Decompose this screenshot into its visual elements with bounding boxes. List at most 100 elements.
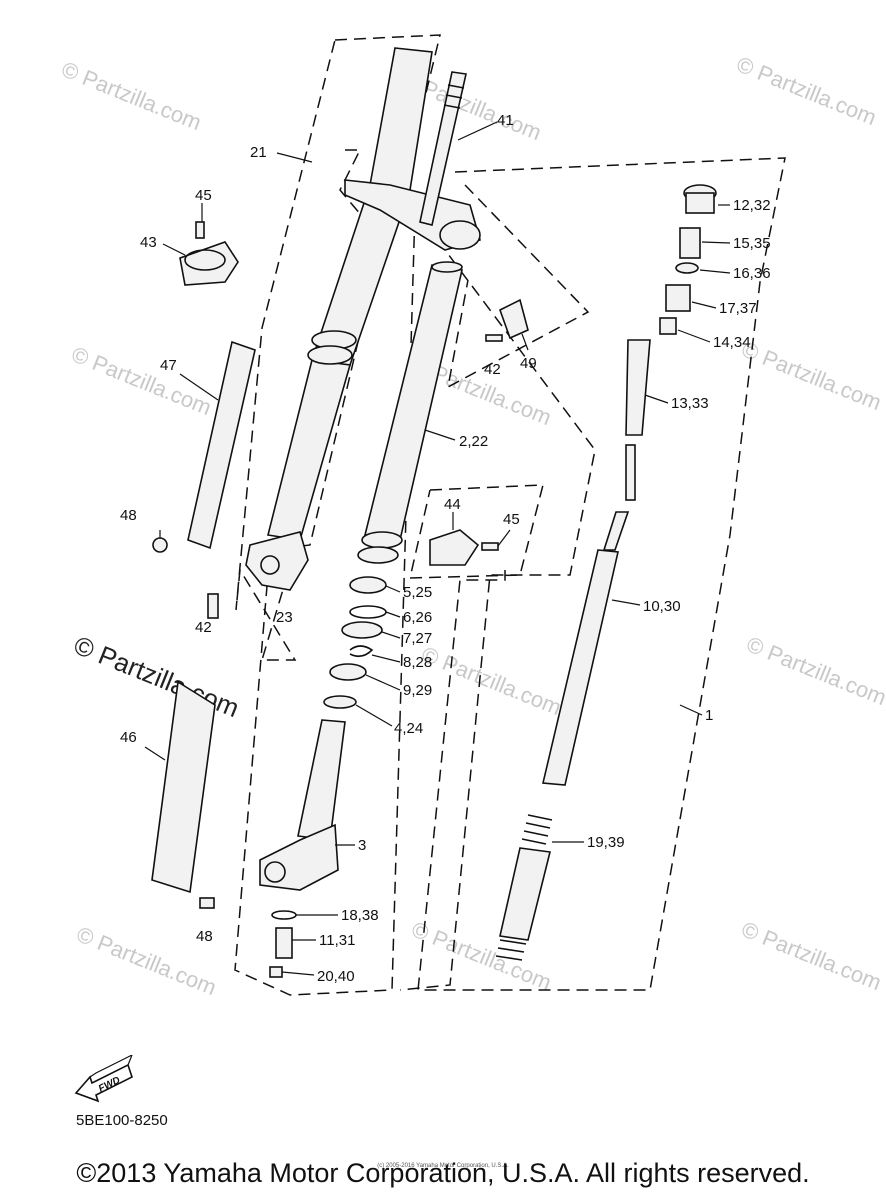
callout-11-31: 11,31: [319, 932, 355, 949]
callout-15-35: 15,35: [733, 235, 771, 252]
spring-15: [679, 227, 701, 259]
bolt-45: [195, 221, 205, 239]
dust-seal-9: [329, 663, 367, 681]
fwd-arrow-icon: FWD: [74, 1055, 133, 1103]
clamp-43: [179, 241, 239, 286]
spacer-17: [665, 284, 691, 312]
part-3-inner-tube: [259, 719, 346, 891]
outline-main-fork: [417, 157, 786, 991]
guide-bush-5: [349, 576, 387, 594]
bolt-20: [269, 966, 283, 978]
cap-bolt-12-body: [685, 192, 715, 214]
tube-13: [625, 339, 651, 436]
outline-clamp-44: [409, 484, 544, 579]
callout-14-34: 14,34: [713, 334, 751, 351]
leader-17: [691, 301, 717, 309]
spring-19-lower: [495, 939, 527, 961]
leader-15: [701, 241, 731, 244]
outline-axle-bracket: [446, 184, 590, 389]
callout-10-30: 10,30: [643, 598, 681, 615]
leader-10: [611, 599, 641, 606]
clamps-guards: [151, 221, 529, 909]
damper-parts: [495, 184, 717, 961]
callout-4-24: 4,24: [394, 720, 423, 737]
part-41-steering-stem: [419, 71, 467, 226]
callout-46: 46: [120, 729, 137, 746]
leader-7: [381, 631, 401, 639]
bolt-42b: [485, 334, 503, 342]
watermark: © Partzilla.com: [738, 336, 885, 415]
steering-stem: [419, 71, 467, 226]
outer-tube-ring: [357, 546, 399, 564]
watermark: © Partzilla.com: [733, 51, 880, 130]
bolt-45b: [481, 542, 499, 551]
washer-6: [349, 605, 387, 619]
leader-lines: [144, 121, 731, 976]
watermark: © Partzilla.com: [418, 641, 565, 720]
damper-rod-10: [542, 549, 619, 786]
watermark: © Partzilla.com: [58, 56, 205, 135]
watermark: © Partzilla.com: [68, 341, 215, 420]
part-2-outer-tube: [357, 261, 463, 564]
callout-42: 42: [484, 361, 501, 378]
callout-1: 1: [705, 707, 713, 724]
clamp-44: [429, 529, 480, 566]
leader-8: [371, 654, 401, 663]
callout-43: 43: [140, 234, 157, 251]
callout-2-22: 2,22: [459, 433, 488, 450]
callout-8-28: 8,28: [403, 654, 432, 671]
callout-44: 44: [444, 496, 461, 513]
callout-45: 45: [195, 187, 212, 204]
callout-18-38: 18,38: [341, 907, 379, 924]
axle-bracket-3: [259, 823, 339, 891]
copyright-small: (c) 2005-2016 Yamaha Motor Corporation, …: [377, 1163, 509, 1169]
callout-13-33: 13,33: [671, 395, 709, 412]
leader-4: [355, 704, 393, 727]
callout-45: 45: [503, 511, 520, 528]
outline-outer-tube: [399, 209, 596, 991]
fork-guard-47: [187, 340, 256, 550]
outer-tube-top: [431, 261, 463, 273]
fork-tube-lower: [267, 359, 352, 541]
callout-9-29: 9,29: [403, 682, 432, 699]
clip-8: [349, 645, 374, 658]
diagram-code: 5BE100-8250: [76, 1112, 168, 1129]
callout-41: 41: [497, 112, 514, 129]
nut-14: [659, 317, 677, 335]
guide-bush-4: [323, 695, 357, 709]
leader-45b: [497, 529, 511, 547]
bracket-clamp: [439, 220, 481, 250]
callout-5-25: 5,25: [403, 584, 432, 601]
rod-thread: [625, 444, 636, 501]
leader-6: [385, 611, 401, 618]
leader-47: [179, 373, 219, 401]
callout-3: 3: [358, 837, 366, 854]
callout-labels: 21 41 45 43 12,32 15,35 16,36 17,37 14,3…: [120, 112, 771, 985]
callout-48: 48: [120, 507, 137, 524]
oil-seal-7: [341, 621, 383, 639]
axle-hole: [264, 861, 286, 883]
callout-48: 48: [196, 928, 213, 945]
callout-47: 47: [160, 357, 177, 374]
callout-12-32: 12,32: [733, 197, 771, 214]
leader-41: [457, 121, 498, 141]
callout-16-36: 16,36: [733, 265, 771, 282]
fork-seal-ring: [307, 345, 353, 365]
base-valve-11: [275, 927, 293, 959]
bolt-42: [207, 593, 219, 619]
leader-20: [281, 971, 315, 976]
bolt-48: [152, 537, 168, 553]
callout-42: 42: [195, 619, 212, 636]
callout-6-26: 6,26: [403, 609, 432, 626]
bottom-parts: [269, 910, 297, 978]
leader-14: [677, 329, 711, 343]
stem-thread: [443, 84, 465, 109]
leader-9: [365, 674, 401, 691]
washer-16: [675, 262, 699, 274]
fork-tube-upper: [369, 47, 433, 191]
axle-hole: [260, 555, 280, 575]
bolt-48b: [199, 897, 215, 909]
leader-46: [144, 746, 166, 761]
leader-16: [699, 269, 731, 274]
